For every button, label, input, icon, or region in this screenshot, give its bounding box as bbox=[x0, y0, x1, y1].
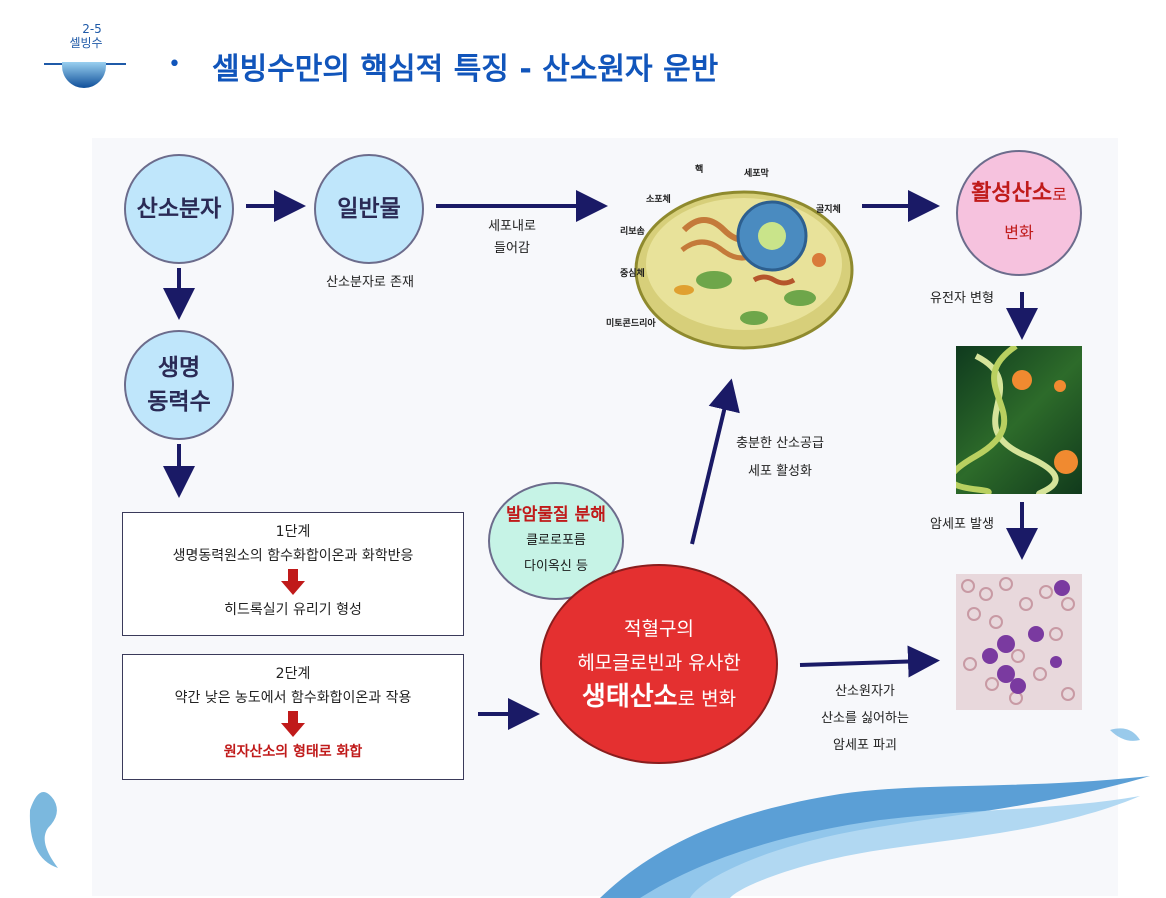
life-water-node: 생명 동력수 bbox=[124, 330, 234, 440]
step1-result: 히드록실기 유리기 형성 bbox=[224, 602, 362, 618]
active-oxygen-highlight: 활성산소 bbox=[971, 180, 1053, 206]
oxygen-molecule-node: 산소분자 bbox=[124, 154, 234, 264]
step2-red-arrow-icon bbox=[123, 711, 463, 737]
life-water-line2: 동력수 bbox=[147, 389, 211, 415]
dna-image bbox=[956, 346, 1082, 494]
rbc-line2: 헤모글로빈과 유사한 bbox=[577, 651, 741, 674]
cell-label-membrane: 세포막 bbox=[744, 169, 769, 179]
section-number: 2-5 bbox=[82, 22, 102, 36]
cell-label-mitochondria: 미토콘드리아 bbox=[606, 319, 656, 329]
life-water-line1: 생명 bbox=[157, 355, 201, 381]
cell-label-ribosome: 리보솜 bbox=[620, 227, 645, 237]
dna-helix-icon bbox=[956, 346, 1078, 494]
gene-mutation-caption: 유전자 변형 bbox=[930, 291, 994, 306]
into-cell-line1: 세포내로 bbox=[488, 219, 536, 234]
carcinogen-line2: 클로로포름 bbox=[526, 533, 586, 548]
active-oxygen-node: 활성산소로 변화 bbox=[956, 150, 1082, 276]
rbc-suffix: 로 변화 bbox=[677, 687, 737, 710]
oxygen-molecule-label: 산소분자 bbox=[136, 196, 222, 222]
destroy-line2: 산소를 싫어하는 bbox=[821, 711, 909, 726]
normal-water-label: 일반물 bbox=[337, 196, 401, 222]
rbc-highlight: 생태산소 bbox=[581, 681, 678, 712]
step1-box: 1단계 생명동력원소의 함수화합이온과 화학반응 히드록실기 유리기 형성 bbox=[122, 512, 464, 636]
step2-desc: 약간 낮은 농도에서 함수화합이온과 작용 bbox=[174, 690, 412, 706]
into-cell-line2: 들어감 bbox=[494, 241, 530, 256]
red-blood-cell-node: 적혈구의 헤모글로빈과 유사한 생태산소로 변화 bbox=[540, 564, 778, 764]
normal-water-node: 일반물 bbox=[314, 154, 424, 264]
step2-title: 2단계 bbox=[275, 666, 311, 682]
cell-label-er: 소포체 bbox=[646, 195, 671, 205]
carcinogen-title: 발암물질 분해 bbox=[506, 505, 606, 525]
cancer-occurrence-caption: 암세포 발생 bbox=[930, 517, 994, 532]
step1-desc: 생명동력원소의 함수화합이온과 화학반응 bbox=[172, 548, 414, 564]
cancer-destroy-caption: 산소원자가 산소를 싫어하는 암세포 파괴 bbox=[800, 678, 930, 759]
rbc-line1: 적혈구의 bbox=[624, 617, 694, 640]
water-splash-decoration bbox=[29, 728, 1150, 898]
oxygen-supply-caption: 충분한 산소공급 세포 활성화 bbox=[720, 430, 840, 486]
cell-label-centriole: 중심체 bbox=[620, 269, 645, 279]
into-cell-caption: 세포내로 들어감 bbox=[462, 216, 562, 260]
arrow-rbc-to-cancer bbox=[799, 645, 940, 678]
normal-water-caption: 산소분자로 존재 bbox=[326, 275, 414, 290]
step2-result: 원자산소의 형태로 화합 bbox=[223, 744, 363, 760]
active-oxygen-suffix: 로 bbox=[1052, 184, 1067, 204]
blood-cells-icon bbox=[961, 577, 1075, 705]
destroy-line3: 암세포 파괴 bbox=[833, 738, 897, 753]
cell-diagram-icon bbox=[634, 190, 854, 350]
active-oxygen-line2: 변화 bbox=[1004, 222, 1034, 242]
arrow-rbc-to-cell bbox=[690, 378, 740, 545]
destroy-line1: 산소원자가 bbox=[835, 684, 895, 699]
step1-title: 1단계 bbox=[275, 524, 311, 540]
animal-cell-illustration: 핵 세포막 소포체 리보솜 골지체 중심체 미토콘드리아 bbox=[604, 150, 862, 356]
cell-label-nucleus: 핵 bbox=[695, 165, 704, 175]
cell-label-golgi: 골지체 bbox=[816, 205, 841, 215]
oxygen-supply-line2: 세포 활성화 bbox=[748, 464, 812, 479]
carcinogen-line3: 다이옥신 등 bbox=[524, 559, 588, 574]
section-brand: 셀빙수 bbox=[69, 36, 103, 50]
step1-red-arrow-icon bbox=[123, 569, 463, 595]
step2-box: 2단계 약간 낮은 농도에서 함수화합이온과 작용 원자산소의 형태로 화합 bbox=[122, 654, 464, 780]
oxygen-supply-line1: 충분한 산소공급 bbox=[736, 436, 824, 451]
page-title: 셀빙수만의 핵심적 특징 - 산소원자 운반 bbox=[212, 52, 719, 87]
cancer-cells-image bbox=[956, 574, 1082, 710]
title-bullet: • bbox=[168, 52, 181, 77]
